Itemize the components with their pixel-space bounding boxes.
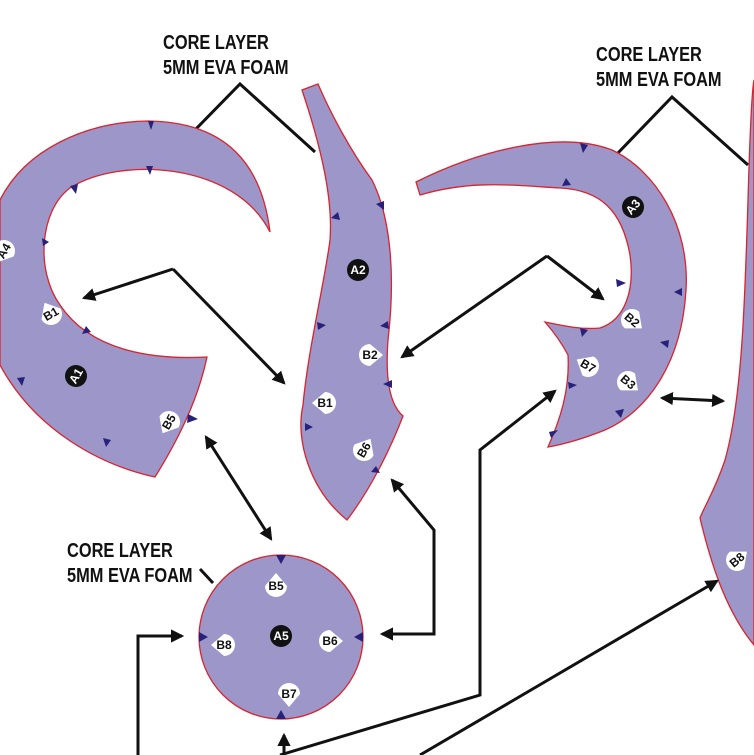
foam-piece-a1 xyxy=(0,120,271,478)
foam-piece-a3 xyxy=(415,141,687,448)
arrow-a1-a2 xyxy=(171,267,286,385)
arrow-b6 xyxy=(379,478,436,641)
leader-line-1 xyxy=(190,81,317,154)
svg-text:CORE LAYER: CORE LAYER xyxy=(596,42,702,65)
svg-text:B7: B7 xyxy=(578,356,599,376)
pin-b6-mid: B6 xyxy=(353,438,374,461)
pin-a4-edge: A4 xyxy=(0,240,15,263)
svg-text:CORE LAYER: CORE LAYER xyxy=(67,538,173,561)
arrow-a2-b2 xyxy=(400,254,548,359)
svg-text:B8: B8 xyxy=(216,638,232,652)
svg-text:B6: B6 xyxy=(322,634,338,648)
svg-text:B1: B1 xyxy=(317,396,333,410)
dot-a3: A3 xyxy=(622,196,644,218)
label-core-layer-1: CORE LAYER 5MM EVA FOAM xyxy=(163,30,289,78)
svg-text:B2: B2 xyxy=(362,348,378,362)
foam-piece-a2 xyxy=(300,83,404,521)
svg-text:A2: A2 xyxy=(350,263,366,277)
svg-text:5MM EVA FOAM: 5MM EVA FOAM xyxy=(596,67,722,90)
svg-text:B7: B7 xyxy=(281,687,297,701)
pin-b1-mid: B1 xyxy=(312,392,336,414)
arrow-b8-right xyxy=(419,579,719,755)
pin-b6-circle: B6 xyxy=(319,630,343,652)
pin-b3-right: B3 xyxy=(617,371,639,393)
pin-b8-edge: B8 xyxy=(726,549,748,571)
svg-text:5MM EVA FOAM: 5MM EVA FOAM xyxy=(67,563,193,586)
label-core-layer-2: CORE LAYER 5MM EVA FOAM xyxy=(596,42,722,90)
svg-text:B5: B5 xyxy=(268,579,284,593)
pin-b2-right: B2 xyxy=(621,309,643,331)
notch-marks xyxy=(17,121,682,719)
arrow-b8-left xyxy=(136,629,185,755)
pin-b5-top: B5 xyxy=(159,411,180,434)
pin-b2-mid: B2 xyxy=(359,344,383,366)
pin-b7-circle: B7 xyxy=(278,683,300,707)
pin-b7-right: B7 xyxy=(576,356,599,377)
svg-text:5MM EVA FOAM: 5MM EVA FOAM xyxy=(163,55,289,78)
foam-piece-a4 xyxy=(699,79,754,647)
dot-a2: A2 xyxy=(347,259,369,281)
arrow-b7 xyxy=(279,389,557,755)
arrow-a1-b1 xyxy=(81,267,174,301)
pin-b1-left: B1 xyxy=(41,302,62,325)
leader-line-3 xyxy=(198,567,215,585)
arrow-a3-b2 xyxy=(546,254,605,301)
pin-b8-circle: B8 xyxy=(211,634,235,656)
svg-text:A1: A1 xyxy=(66,366,86,387)
dot-a5: A5 xyxy=(270,625,292,647)
svg-text:B5: B5 xyxy=(159,412,179,433)
arrow-b5-double xyxy=(204,435,273,541)
svg-text:B6: B6 xyxy=(354,440,374,461)
arrow-b3-double xyxy=(659,391,726,408)
label-core-layer-3: CORE LAYER 5MM EVA FOAM xyxy=(67,538,193,586)
dot-a1: A1 xyxy=(65,365,87,387)
pin-b5-circle: B5 xyxy=(265,573,287,597)
svg-text:CORE LAYER: CORE LAYER xyxy=(163,30,269,53)
leader-line-2 xyxy=(614,94,750,167)
svg-text:B1: B1 xyxy=(41,304,62,324)
svg-text:A5: A5 xyxy=(273,629,289,643)
